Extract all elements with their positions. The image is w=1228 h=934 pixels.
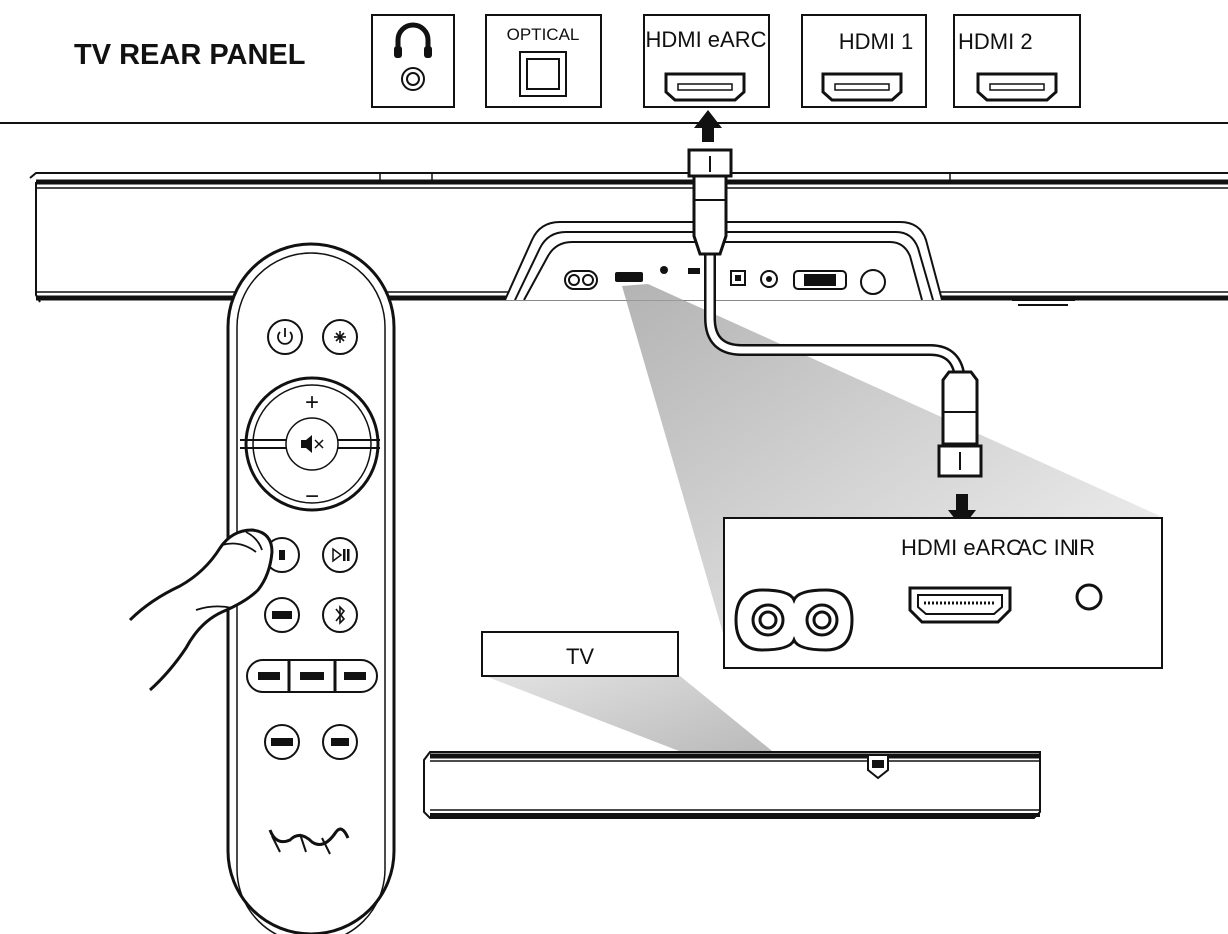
callout-hdmi-earc-label: HDMI eARC [901, 535, 1022, 560]
remote-bluetooth-button[interactable] [322, 597, 358, 633]
tv-port-headphones [371, 14, 455, 108]
hdmi-port-icon [908, 586, 1012, 624]
callout-ac-port [734, 588, 854, 652]
hdmi-cable [687, 148, 983, 478]
remote-volume-up-button[interactable]: + [305, 389, 319, 416]
arrow-down-icon [948, 494, 976, 528]
remote-control: + − [226, 242, 396, 934]
tv-port-hdmi-2: HDMI 2 [953, 14, 1081, 108]
recess-usb-port [688, 268, 700, 274]
tv-callout: TV [481, 631, 679, 677]
recess-button [860, 269, 886, 295]
recess-ir-dot [660, 266, 668, 274]
remote-preset-button[interactable] [264, 597, 300, 633]
pressing-hand [128, 528, 274, 692]
soundbar-front-view [423, 751, 1041, 819]
callout-ir-label: IR [1073, 535, 1095, 560]
mute-icon[interactable] [301, 435, 324, 453]
recess-hdmi-port [615, 272, 643, 282]
remote-light-button[interactable] [322, 319, 358, 355]
power-icon [277, 328, 293, 345]
hdmi-2-label: HDMI 2 [958, 29, 1033, 54]
recess-ac-port [564, 270, 598, 290]
bluetooth-icon [335, 605, 346, 625]
recess-sub-port [793, 270, 847, 290]
recess-aux-port [760, 270, 778, 288]
hdmi-earc-label: HDMI eARC [645, 27, 766, 52]
panel-title: TV REAR PANEL [74, 39, 305, 71]
remote-surround-button[interactable] [264, 724, 300, 760]
tv-label: TV [566, 644, 594, 669]
hdmi-port-icon [976, 72, 1058, 102]
hdmi-port-icon [821, 72, 903, 102]
remote-volume-down-button[interactable]: − [305, 483, 319, 510]
recess-optical-port [730, 270, 746, 286]
optical-label: OPTICAL [507, 25, 580, 44]
hdmi-port-icon [664, 72, 746, 102]
optical-port-icon [519, 51, 567, 97]
callout-ir-sensor [1075, 583, 1103, 611]
soundbar-port-callout: HDMI eARC AC IN IR [723, 517, 1163, 669]
hdmi-1-label: HDMI 1 [839, 29, 914, 54]
callout-ac-in-label: AC IN [1017, 535, 1076, 560]
remote-power-button[interactable] [267, 319, 303, 355]
light-icon [334, 331, 346, 343]
tv-port-hdmi-1: HDMI 1 [801, 14, 927, 108]
play-pause-icon [332, 547, 350, 563]
soundbar [29, 172, 1228, 306]
remote-mode-row[interactable] [246, 659, 378, 693]
tv-port-hdmi-earc: HDMI eARC [643, 14, 770, 108]
tv-port-optical: OPTICAL [485, 14, 602, 108]
remote-play-pause-button[interactable] [322, 537, 358, 573]
remote-night-button[interactable] [322, 724, 358, 760]
headphones-icon [394, 22, 432, 91]
remote-brand-logo [268, 827, 350, 855]
arrow-up-icon [694, 110, 722, 142]
